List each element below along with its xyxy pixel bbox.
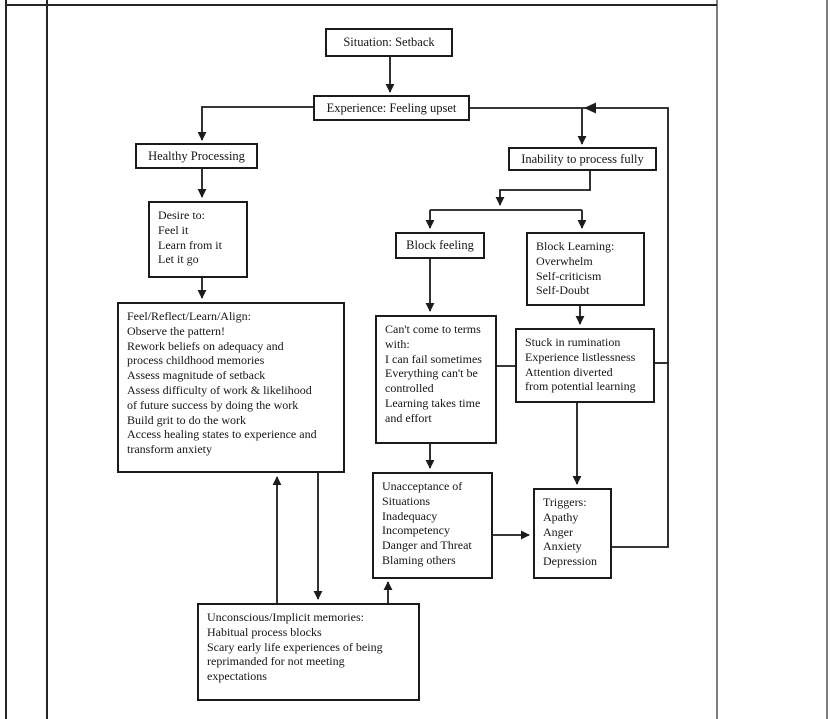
edge-experience-to-healthy [197,106,313,141]
page-border-right-outer [826,0,828,719]
edge-feedback-loop [470,107,669,548]
node-cant-come-to-terms: Can't come to terms with: I can fail som… [375,315,497,444]
node-block-learning: Block Learning: Overwhelm Self-criticism… [526,232,645,306]
node-situation: Situation: Setback [325,28,453,57]
feedback-arrowhead [584,102,596,114]
node-unacceptance: Unacceptance of Situations Inadequacy In… [372,472,493,579]
node-desire-to: Desire to: Feel it Learn from it Let it … [148,201,248,278]
node-feel-reflect-learn-align: Feel/Reflect/Learn/Align: Observe the pa… [117,302,345,473]
node-healthy-processing: Healthy Processing [135,143,258,169]
node-triggers: Triggers: Apathy Anger Anxiety Depressio… [533,488,612,579]
edge-inability-to-split [495,171,591,206]
node-inability-to-process: Inability to process fully [508,147,657,171]
node-experience: Experience: Feeling upset [313,95,470,121]
node-stuck-in-rumination: Stuck in rumination Experience listlessn… [515,328,655,403]
node-unconscious-memories: Unconscious/Implicit memories: Habitual … [197,603,420,701]
page-border-left-outer [5,0,7,719]
page-border-top [5,4,717,6]
page-border-right-inner [716,0,718,719]
node-block-feeling: Block feeling [395,232,485,259]
page-border-left-inner [46,0,48,719]
